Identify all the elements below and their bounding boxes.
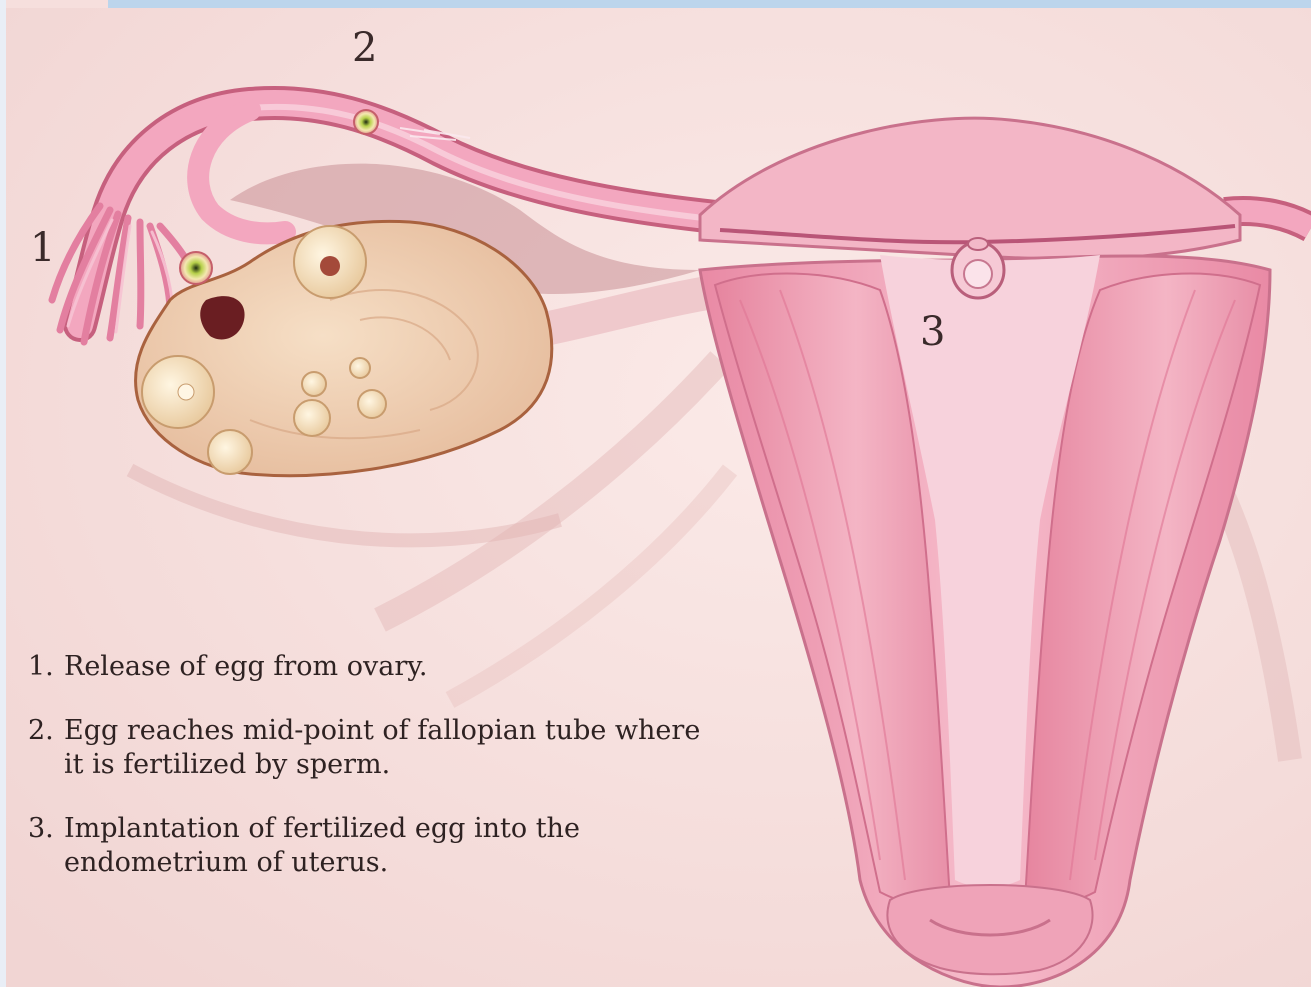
legend-text: Egg reaches mid-point of fallopian tube … [64, 714, 728, 782]
legend-item-3: 3. Implantation of fertilized egg into t… [28, 812, 728, 880]
marker-1: 1 [30, 228, 55, 268]
legend-item-1: 1. Release of egg from ovary. [28, 650, 728, 684]
legend-text: Implantation of fertilized egg into the … [64, 812, 728, 880]
fertilized-egg [354, 110, 378, 134]
legend-item-2: 2. Egg reaches mid-point of fallopian tu… [28, 714, 728, 782]
legend-number: 2. [28, 714, 64, 782]
marker-2: 2 [352, 28, 377, 68]
legend-number: 3. [28, 812, 64, 880]
legend-text: Release of egg from ovary. [64, 650, 728, 684]
legend: 1. Release of egg from ovary. 2. Egg rea… [28, 650, 728, 910]
released-egg [180, 252, 212, 284]
legend-number: 1. [28, 650, 64, 684]
marker-3: 3 [920, 312, 945, 352]
